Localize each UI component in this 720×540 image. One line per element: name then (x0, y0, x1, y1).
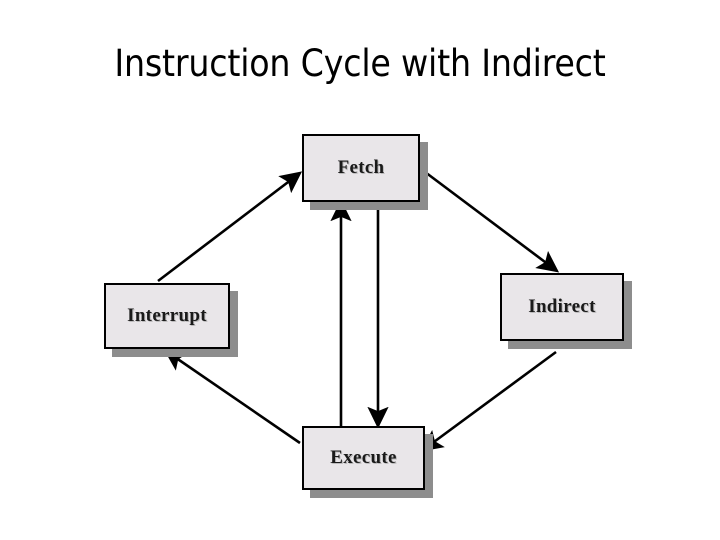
page-title: Instruction Cycle with Indirect (114, 42, 606, 85)
execute-node-label: Execute (330, 447, 397, 468)
arrow-interrupt-to-fetch (157, 171, 303, 283)
indirect-node[interactable]: Indirect (500, 273, 624, 341)
arrow-indirect-to-execute (420, 350, 557, 452)
indirect-node-label: Indirect (528, 296, 596, 317)
execute-node[interactable]: Execute (302, 426, 425, 490)
interrupt-node[interactable]: Interrupt (104, 283, 230, 349)
fetch-node-label: Fetch (337, 157, 385, 178)
interrupt-node-label: Interrupt (127, 305, 207, 326)
fetch-node[interactable]: Fetch (302, 134, 420, 202)
arrow-fetch-to-indirect (420, 167, 560, 273)
arrow-execute-to-interrupt (163, 349, 301, 445)
